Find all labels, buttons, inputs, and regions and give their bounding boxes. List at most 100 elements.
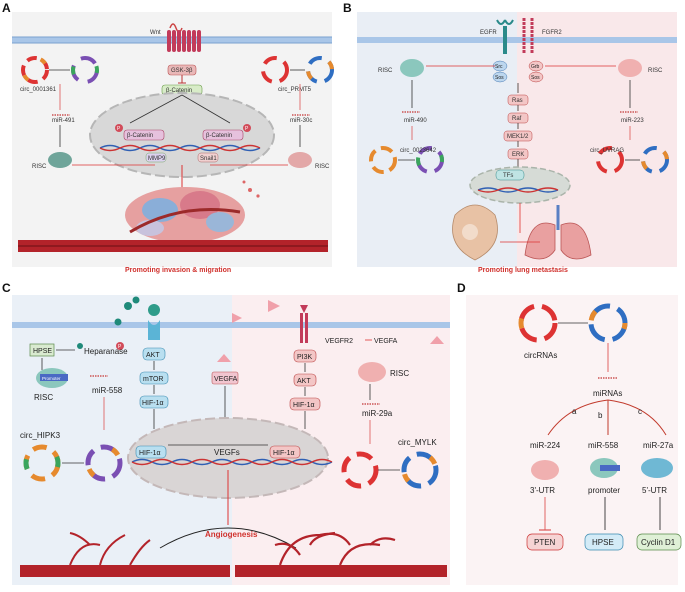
risc-d-a-icon (531, 460, 559, 480)
pi3k-box (293, 349, 317, 363)
hif-right-top-label: HIF-1α (293, 402, 315, 409)
heparanase-label: Heparanase (84, 347, 128, 356)
hif-right-nuc-label: HIF-1α (273, 450, 295, 457)
panel-c-letter: C (2, 281, 11, 295)
svg-text:P: P (245, 126, 249, 132)
erk-label: ERK (512, 152, 524, 158)
vegfa-triangle-right-icon (430, 336, 444, 344)
vegfa-triangle-icon (217, 354, 231, 362)
caption-angiogenesis: Angiogenesis (205, 530, 258, 539)
circ-0023642-label: circ_0023642 (400, 148, 437, 154)
akt-right-box (293, 373, 317, 387)
mir-30c-label: miR-30c (290, 118, 312, 124)
risc-b-left-label: RISC (378, 68, 393, 74)
hif-left-top-box (139, 395, 169, 409)
svg-text:Sos: Sos (531, 75, 540, 81)
site-promoter-label: promoter (588, 486, 620, 495)
beta-catenin-right-label: β-Catenin (206, 133, 232, 139)
tfs-label: TFs (503, 173, 513, 179)
mir-224-label: miR-224 (530, 441, 561, 450)
hpse-d-label: HPSE (592, 538, 614, 547)
circrna-ring-c-right-2 (401, 451, 439, 489)
beta-catenin-left-label: β-Catenin (127, 133, 153, 139)
hif-left-nuc-box (135, 445, 167, 459)
raf-label: Raf (512, 116, 522, 122)
mmp9-box (145, 152, 167, 163)
risc-b-right-label: RISC (648, 68, 663, 74)
hif-right-top-box (289, 397, 321, 411)
promoter-icon (40, 374, 68, 381)
circrna-ring-d-1 (518, 303, 558, 343)
panel-c: C P AKT mTOR HIF-1α HPSE Heparanase Prom… (2, 281, 450, 585)
cyclin-d1-box (636, 533, 682, 551)
risc-a-left-icon (48, 152, 72, 168)
mek-label: MEK1/2 (507, 134, 529, 140)
panel-d: D circRNAs miRNAs a b c miR-224 miR-558 … (457, 281, 682, 585)
akt-left-box (142, 347, 166, 361)
hif-left-top-label: HIF-1α (142, 400, 164, 407)
circrna-ring-b-left-1 (369, 146, 397, 174)
sos-left-node (492, 71, 508, 83)
hif-left-nuc-label: HIF-1α (139, 450, 161, 457)
rtk-receptor-icon (300, 313, 308, 343)
svg-text:Sos: Sos (495, 75, 504, 81)
mir-27a-label: miR-27a (643, 441, 674, 450)
mir-558-d-label: miR-558 (588, 441, 619, 450)
svg-text:Src: Src (495, 64, 503, 70)
snail1-label: Snail1 (200, 156, 217, 162)
circrna-ring-b-right-1 (596, 146, 624, 174)
mir-558-c-label: miR-558 (92, 386, 123, 395)
fgfr2-label: FGFR2 (542, 30, 562, 36)
risc-c-right-icon (358, 362, 386, 382)
site-3utr-label: 3'-UTR (530, 486, 555, 495)
risc-c-left-label: RISC (34, 393, 53, 402)
mir-491-label: miR-491 (52, 118, 75, 124)
hif-right-nuc-box (269, 445, 301, 459)
circrna-ring-c-left-2 (85, 444, 123, 482)
phospho-badge-left (115, 124, 123, 132)
lung-organ-icon (524, 205, 592, 260)
risc-b-left-icon (400, 59, 424, 77)
snail1-box (197, 152, 219, 163)
vegfs-label: VEGFs (214, 448, 240, 457)
grb-node (528, 60, 544, 72)
ribosome-d-c-icon (641, 458, 673, 478)
circrna-ring-a-right-2 (306, 56, 334, 84)
sos-right-node (528, 71, 544, 83)
gsk3b-label: GSK-3β (171, 68, 193, 74)
beta-catenin-left-box (123, 129, 165, 141)
circ-hipk3-label: circ_HIPK3 (20, 431, 61, 440)
circrnas-label: circRNAs (524, 351, 557, 360)
wnt-label: Wnt (150, 30, 161, 36)
pten-box (526, 533, 564, 551)
circ-0001361-label: circ_0001361 (20, 87, 57, 93)
vegfa-mid-box (211, 371, 239, 385)
site-5utr-label: 5'-UTR (642, 486, 667, 495)
panel-a: A Wnt GSK-3β β-Catenin P P β-Cateni (2, 1, 334, 274)
pi3k-label: PI3K (297, 354, 313, 361)
branch-a-label: a (572, 407, 577, 416)
mir-29a-label: miR-29a (362, 409, 393, 418)
svg-text:Grb: Grb (531, 64, 540, 70)
panel-d-letter: D (457, 281, 466, 295)
egfr-label: EGFR (480, 30, 497, 36)
tumor-mass-icon (125, 180, 260, 243)
svg-text:P: P (118, 344, 122, 350)
mtor-box (139, 371, 169, 385)
cell-membrane-c (12, 322, 450, 328)
bladder-organ-icon (452, 204, 498, 261)
ligand-icon (148, 304, 160, 316)
caption-invasion-migration: Promoting invasion & migration (125, 267, 231, 274)
akt-right-label: AKT (297, 378, 311, 385)
cell-membrane-b (357, 37, 677, 43)
egfr-receptor-icon (496, 19, 514, 54)
branch-c-label: c (638, 407, 642, 416)
circrna-ring-a-right-1 (261, 56, 289, 84)
mirnas-label: miRNAs (593, 389, 622, 398)
vessel-sprouting-right-icon (235, 531, 447, 577)
mmp9-label: MMP9 (148, 156, 166, 162)
hpse-box (29, 343, 55, 357)
beta-catenin-right-box (202, 129, 244, 141)
akt-left-label: AKT (146, 352, 160, 359)
caption-lung-metastasis: Promoting lung metastasis (478, 267, 568, 274)
